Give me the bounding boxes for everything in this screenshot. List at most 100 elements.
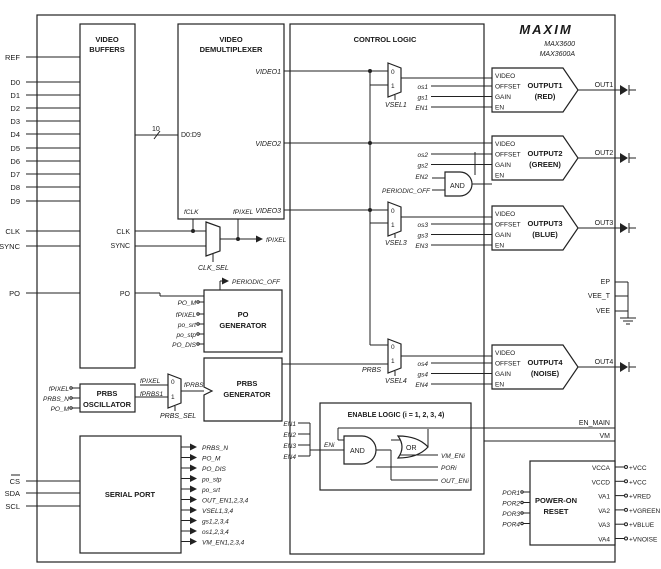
mux3-in0: 0: [391, 208, 395, 215]
pin-d6: D6: [10, 157, 20, 166]
output-4-diode-icon: [620, 362, 628, 372]
po-input-1: fPIXEL: [176, 312, 197, 319]
serial-out-4: po_srt: [201, 487, 221, 494]
buffers-clk-label: CLK: [116, 229, 130, 236]
prbs-osc-title-2: OSCILLATOR: [83, 400, 132, 409]
output-port-en: EN: [495, 105, 504, 112]
output-port-offset: OFFSET: [495, 84, 521, 91]
ctrl-en1: EN1: [415, 105, 428, 112]
ctrl-os4: os4: [418, 361, 429, 368]
serial-out-2: PO_DIS: [202, 466, 227, 473]
serial-out-1: PO_M: [202, 456, 221, 463]
serial-port-block: [79, 435, 182, 554]
clk-sel-out-label: fPIXEL: [266, 237, 287, 244]
output-port-video: VIDEO: [495, 211, 515, 218]
serial-out-6: VSEL1,3,4: [202, 508, 233, 515]
output-1-block: OUTPUT1(RED)VIDEOOFFSETGAINENos1gs1EN1OU…: [415, 67, 636, 113]
out-en-label: OUT_ENi: [441, 478, 469, 485]
clk-sel-label: CLK_SEL: [198, 265, 229, 272]
pin-out3: OUT3: [595, 220, 614, 227]
video-buffers-title-2: BUFFERS: [89, 45, 124, 54]
output-4-title: OUTPUT4: [527, 358, 563, 367]
prbs-mux-in1-label: fPRBS1: [140, 391, 164, 398]
prbs-mux-in0: 0: [171, 379, 175, 386]
po-input-2: po_srt: [177, 322, 197, 329]
output-1-diode-icon: [620, 85, 628, 95]
output-port-video: VIDEO: [495, 350, 515, 357]
supply-va1: VA1: [598, 494, 610, 501]
control-logic-title: CONTROL LOGIC: [354, 35, 417, 44]
ctrl-gs2: gs2: [418, 163, 429, 170]
rail-1: +VCC: [629, 479, 647, 486]
vm-label: VM: [600, 433, 611, 440]
output-port-en: EN: [495, 243, 504, 250]
vee-t-label: VEE_T: [588, 293, 611, 300]
ctrl-en3: EN3: [415, 243, 428, 250]
serial-out-0: PRBS_N: [202, 445, 228, 452]
video-buffers-title-1: VIDEO: [95, 35, 119, 44]
output2-and-gate: [444, 171, 473, 197]
prbs-sel-label: PRBS_SEL: [160, 413, 196, 420]
output-port-offset: OFFSET: [495, 361, 521, 368]
vsel4-mux: [387, 338, 402, 374]
po-gen-title-2: GENERATOR: [219, 321, 267, 330]
video-demux-title-2: DEMULTIPLEXER: [200, 45, 263, 54]
ctrl-gs1: gs1: [418, 95, 429, 102]
rail-2: +VRED: [629, 494, 651, 501]
enable-or-label: OR: [406, 445, 417, 452]
prbs-mux-in1: 1: [171, 394, 175, 401]
output-port-en: EN: [495, 173, 504, 180]
enable-and-label: AND: [350, 448, 365, 455]
output-port-offset: OFFSET: [495, 222, 521, 229]
pin-d7: D7: [10, 170, 20, 179]
pin-scl: SCL: [5, 502, 20, 511]
por-input-2: POR3: [502, 511, 520, 518]
supply-va3: VA3: [598, 522, 610, 529]
por-input-3: POR4: [502, 522, 520, 529]
ctrl-gs4: gs4: [418, 372, 429, 379]
demux-fpixel-label: fPIXEL: [233, 209, 254, 216]
maxim-logo: MAXIM: [519, 22, 572, 37]
prbs-osc-input-1: PRBS_N: [43, 396, 69, 403]
pin-d5: D5: [10, 144, 20, 153]
prbs-gen-title-1: PRBS: [237, 379, 258, 388]
supply-va4: VA4: [598, 537, 610, 544]
output-port-gain: GAIN: [495, 162, 511, 169]
output-3-block: OUTPUT3(BLUE)VIDEOOFFSETGAINENos3gs3EN3O…: [415, 205, 636, 251]
ctrl-os1: os1: [418, 84, 429, 91]
mux3-in1: 1: [391, 222, 395, 229]
output-1-title: OUTPUT1: [527, 81, 562, 90]
por-i-label: PORi: [441, 465, 457, 472]
mux1-in1: 1: [391, 83, 395, 90]
pin-d9: D9: [10, 197, 20, 206]
output-port-video: VIDEO: [495, 141, 515, 148]
rail-3: +VGREEN: [629, 508, 661, 515]
prbs-gen-title-2: GENERATOR: [223, 390, 271, 399]
part-number-1: MAX3600: [544, 41, 575, 48]
output-3-diode-icon: [620, 223, 628, 233]
prbs-osc-input-2: PO_M: [51, 406, 70, 413]
pin-d8: D8: [10, 183, 20, 192]
ctrl-en2: EN2: [415, 174, 428, 181]
rail-5: +VNOISE: [629, 537, 658, 544]
prbs-osc-title-1: PRBS: [97, 389, 118, 398]
bus-width-label: 10: [152, 126, 160, 133]
mux4-in1: 1: [391, 358, 395, 365]
serial-out-8: os1,2,3,4: [202, 529, 229, 536]
output-2-diode-icon: [620, 153, 628, 163]
enable-in-en4: EN4: [283, 454, 296, 461]
prbs-generator-block: [203, 357, 283, 422]
pin-d0: D0: [10, 78, 20, 87]
po-input-4: PO_DIS: [172, 342, 197, 349]
pin-d2: D2: [10, 104, 20, 113]
power-on-reset-block: [529, 460, 616, 546]
pin-out1: OUT1: [595, 82, 614, 89]
output-4-block: OUTPUT4(NOISE)VIDEOOFFSETGAINENos4gs4EN4…: [415, 344, 636, 390]
pin-cs: CS: [10, 477, 20, 486]
output-port-offset: OFFSET: [495, 152, 521, 159]
po-gen-title-1: PO: [238, 310, 249, 319]
por-input-1: POR2: [502, 501, 520, 508]
pin-sda: SDA: [5, 489, 20, 498]
pin-out4: OUT4: [595, 359, 614, 366]
